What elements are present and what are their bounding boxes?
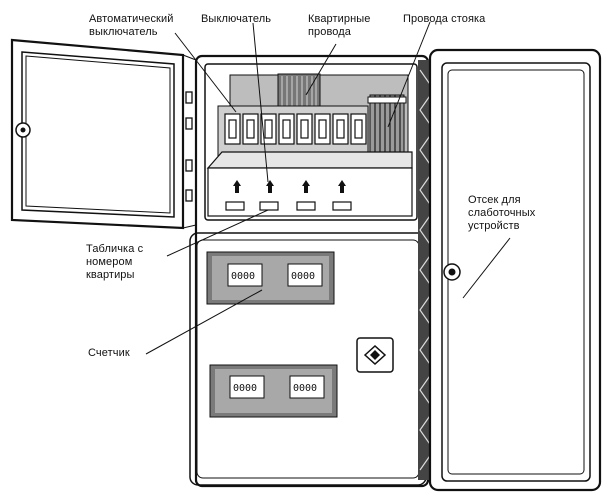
hinge [186, 92, 192, 103]
counter-bottom-left: 0000 [233, 383, 257, 394]
meter-compartment: 0000 0000 0000 0000 [207, 252, 393, 417]
counter-top-right: 0000 [291, 271, 315, 282]
label-apartment-number-plate: Табличка с номером квартиры [86, 243, 143, 282]
riser-wires [368, 95, 406, 153]
upper-compartment [208, 74, 412, 216]
counter-bottom-right: 0000 [293, 383, 317, 394]
counter-top-left: 0000 [231, 271, 255, 282]
label-low-current-compartment: Отсек для слаботочных устройств [468, 194, 535, 233]
left-open-door [12, 40, 196, 228]
right-open-door [430, 50, 600, 490]
apartment-wires [278, 74, 320, 110]
label-switch: Выключатель [201, 13, 271, 26]
label-apartment-wires: Квартирные провода [308, 13, 371, 39]
hinge [186, 160, 192, 171]
label-breaker: Автоматический выключатель [89, 13, 173, 39]
hinge [186, 190, 192, 201]
hinge [186, 118, 192, 129]
label-riser-wires: Провода стояка [403, 13, 485, 26]
label-meter: Счетчик [88, 347, 130, 360]
meter-door-latch [357, 338, 393, 372]
meter-top: 0000 0000 [207, 252, 334, 304]
meter-bottom: 0000 0000 [210, 365, 337, 417]
